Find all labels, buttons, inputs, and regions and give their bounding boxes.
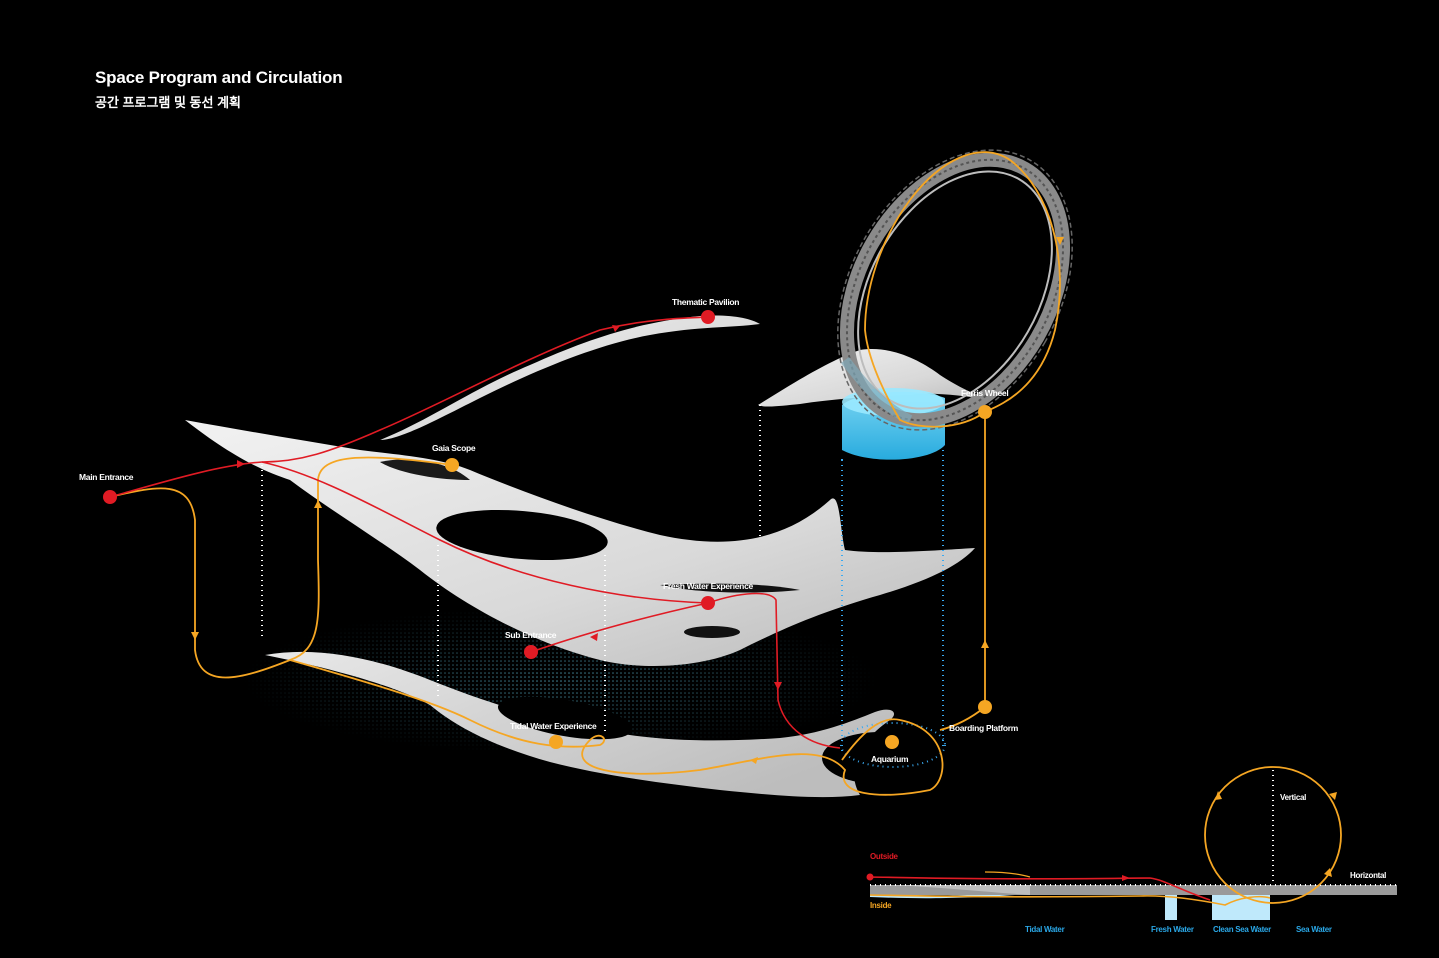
white-dotted-connectors	[261, 405, 761, 735]
node-ferris-wheel[interactable]: Ferris Wheel	[961, 388, 1009, 419]
upper-shell-hole	[684, 626, 740, 638]
node-main-entrance[interactable]: Main Entrance	[79, 472, 134, 504]
node-thematic-pavilion[interactable]: Thematic Pavilion	[672, 297, 740, 324]
svg-text:Sub Entrance: Sub Entrance	[505, 630, 557, 640]
page-title: Space Program and Circulation	[95, 68, 343, 87]
svg-text:Fresh Water Experience: Fresh Water Experience	[663, 581, 754, 591]
ferris-wing-shell	[758, 349, 990, 407]
legend-outside: Outside	[870, 852, 899, 861]
ferris-wheel	[837, 149, 1073, 431]
legend-fresh-water: Fresh Water	[1151, 925, 1194, 934]
inside-route	[109, 151, 1061, 796]
node-aquarium[interactable]: Aquarium	[871, 735, 909, 764]
gaia-scope-opening	[380, 459, 470, 480]
legend-tidal-water: Tidal Water	[1025, 925, 1065, 934]
page-subtitle: 공간 프로그램 및 동선 계획	[95, 95, 242, 110]
upper-shell-opening	[436, 509, 608, 561]
section-legend: Outside Inside Vertical Horizontal Tidal…	[866, 766, 1397, 934]
legend-inside: Inside	[870, 901, 892, 910]
thematic-pavilion-shell	[380, 315, 760, 440]
svg-text:Gaia Scope: Gaia Scope	[432, 443, 476, 453]
upper-shell-slit	[660, 583, 800, 593]
svg-text:Aquarium: Aquarium	[871, 754, 909, 764]
legend-horizontal: Horizontal	[1350, 871, 1386, 880]
lower-shell	[265, 651, 895, 798]
node-tidal-water-experience[interactable]: Tidal Water Experience	[510, 721, 597, 749]
outside-route	[109, 316, 841, 749]
svg-text:Boarding Platform: Boarding Platform	[949, 723, 1019, 733]
legend-sea-water: Sea Water	[1296, 925, 1332, 934]
node-gaia-scope[interactable]: Gaia Scope	[432, 443, 476, 472]
lower-shell-opening	[497, 696, 633, 740]
blue-dotted-connectors	[840, 445, 946, 768]
svg-text:Main Entrance: Main Entrance	[79, 472, 134, 482]
svg-text:Tidal Water Experience: Tidal Water Experience	[510, 721, 597, 731]
legend-clean-sea-water: Clean Sea Water	[1213, 925, 1271, 934]
node-sub-entrance[interactable]: Sub Entrance	[505, 630, 557, 659]
outside-route-arrows	[237, 325, 782, 690]
node-boarding-platform[interactable]: Boarding Platform	[949, 700, 1019, 733]
inside-route-arrows	[191, 237, 1064, 764]
svg-text:Ferris Wheel: Ferris Wheel	[961, 388, 1008, 398]
node-fresh-water-experience[interactable]: Fresh Water Experience	[663, 581, 754, 610]
svg-text:Thematic Pavilion: Thematic Pavilion	[672, 297, 739, 307]
legend-vertical: Vertical	[1280, 793, 1306, 802]
aquarium-opening	[822, 732, 938, 784]
